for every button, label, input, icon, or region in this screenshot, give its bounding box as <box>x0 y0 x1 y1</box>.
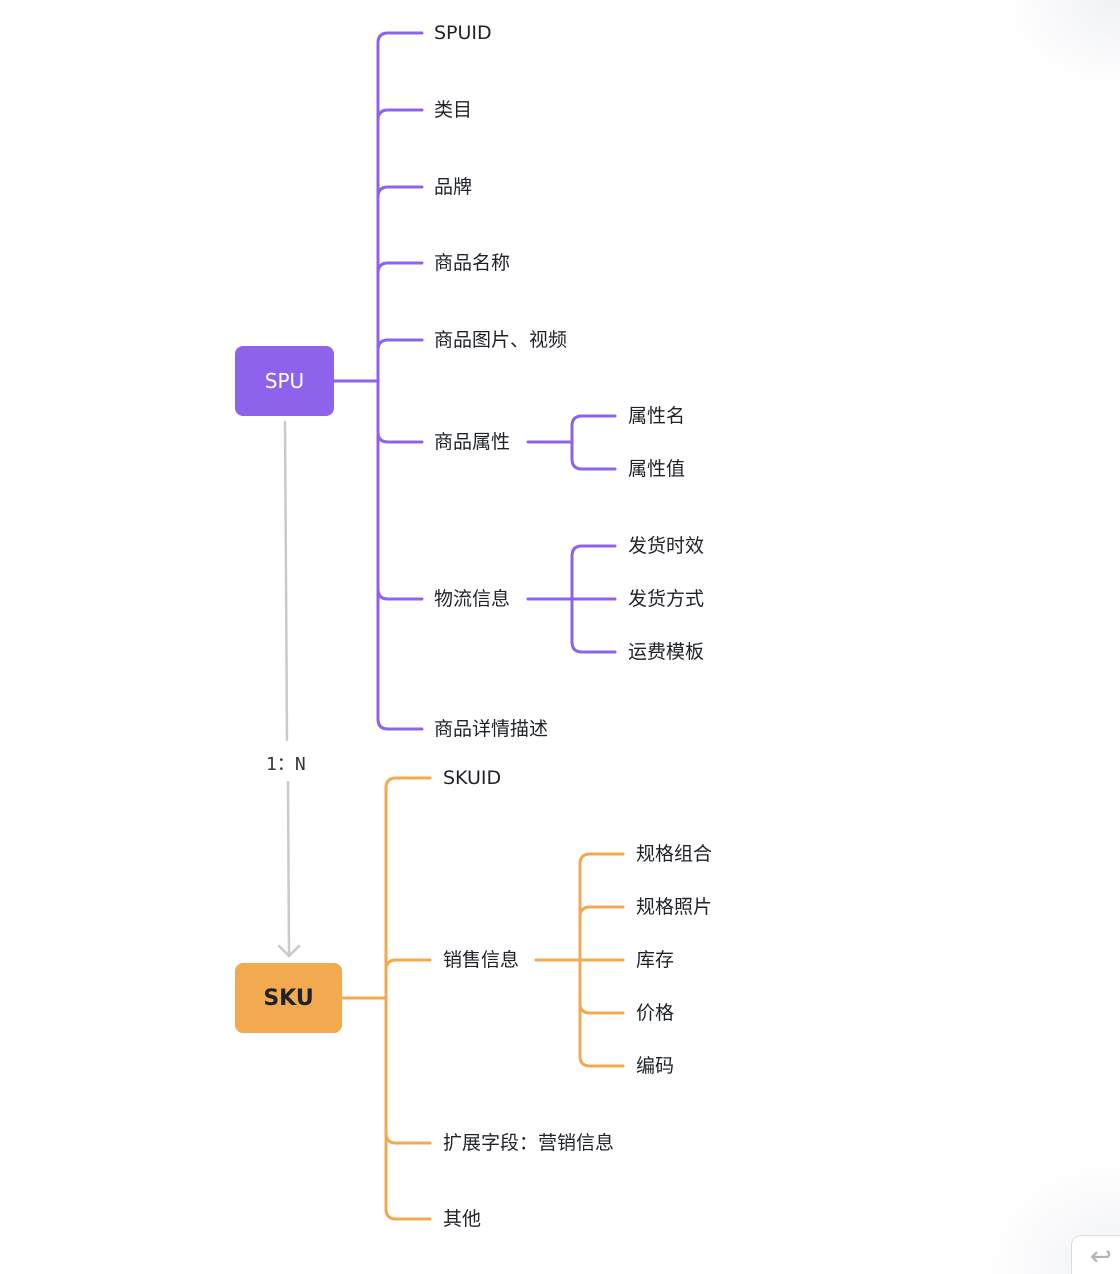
spu-logistics-node[interactable]: 发货时效 <box>628 535 705 557</box>
sku-node[interactable]: SKUID <box>443 767 502 789</box>
spu-connector-branch <box>376 261 424 275</box>
sku-sales-node[interactable]: 规格照片 <box>636 896 713 918</box>
sku-node[interactable]: 扩展字段：营销信息 <box>443 1132 615 1154</box>
sku-root-node[interactable]: SKU <box>235 963 342 1033</box>
spu-node[interactable]: 商品属性 <box>434 431 511 453</box>
spu-node[interactable]: 商品图片、视频 <box>434 329 568 351</box>
spu-logistics-connector-branch <box>570 640 617 654</box>
sku-node[interactable]: 其他 <box>443 1208 482 1230</box>
spu-node[interactable]: SPUID <box>434 22 492 44</box>
sku-sales-node[interactable]: 库存 <box>636 949 675 971</box>
spu-logistics-node[interactable]: 发货方式 <box>628 588 705 610</box>
spu-connector-branch <box>376 338 424 352</box>
spu-node[interactable]: 商品名称 <box>434 252 511 274</box>
sku-sales-node[interactable]: 价格 <box>636 1002 675 1024</box>
spu-node[interactable]: 类目 <box>434 99 473 121</box>
sku-sales-connector-branch <box>578 1001 625 1015</box>
spu-node[interactable]: 品牌 <box>434 176 473 198</box>
spu-logistics-node[interactable]: 运费模板 <box>628 641 705 663</box>
spu-root-node[interactable]: SPU <box>235 346 334 416</box>
sku-connector-branch <box>384 776 432 790</box>
spu-connector-branch <box>376 108 424 122</box>
spu-connector-branch <box>376 185 424 199</box>
spu-node[interactable]: 商品详情描述 <box>434 718 549 740</box>
relation-arrow-head <box>277 944 301 958</box>
sku-sales-connector-branch <box>578 852 625 866</box>
sku-connector-branch <box>384 958 432 972</box>
spu-attr-connector-branch <box>570 414 617 428</box>
spu-connector-branch <box>376 587 424 601</box>
sku-connector-branch <box>384 1131 432 1145</box>
relation-arrow-line <box>283 420 289 742</box>
relation-arrow-line <box>286 780 291 957</box>
spu-node[interactable]: 物流信息 <box>434 588 511 610</box>
relation-label: 1：N <box>264 750 308 776</box>
undo-arrow-icon: ↩ <box>1090 1242 1112 1272</box>
sku-sales-node[interactable]: 规格组合 <box>636 843 713 865</box>
spu-connector-branch <box>376 717 424 731</box>
spu-connector-branch <box>376 430 424 444</box>
undo-button[interactable]: ↩ <box>1071 1235 1120 1274</box>
spu-logistics-connector-branch <box>570 544 617 558</box>
sku-node[interactable]: 销售信息 <box>443 949 520 971</box>
spu-attr-connector-branch <box>570 457 617 471</box>
spu-attr-node[interactable]: 属性值 <box>628 458 686 480</box>
sku-sales-connector-branch <box>578 1054 625 1068</box>
sku-root-label: SKU <box>263 985 314 1011</box>
sku-sales-connector-branch <box>578 905 625 919</box>
spu-root-label: SPU <box>264 369 305 393</box>
sku-sales-node[interactable]: 编码 <box>636 1055 675 1077</box>
spu-connector-branch <box>376 31 424 45</box>
spu-attr-node[interactable]: 属性名 <box>628 405 686 427</box>
sku-connector-branch <box>384 1207 432 1221</box>
